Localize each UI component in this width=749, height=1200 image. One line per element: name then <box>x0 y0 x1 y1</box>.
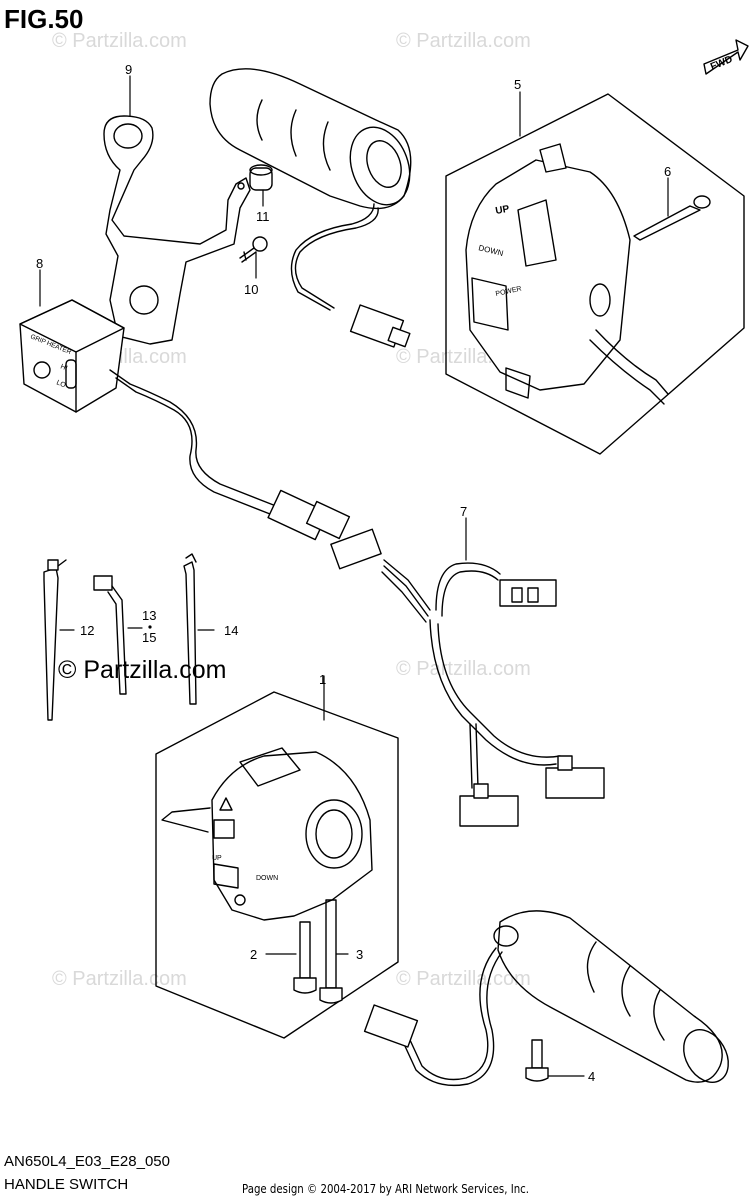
figure-name: HANDLE SWITCH <box>4 1176 129 1193</box>
callout-4: 4 <box>588 1069 595 1084</box>
right-handle-switch-part-5 <box>465 143 669 405</box>
screw-part-10 <box>239 236 268 263</box>
watermark: © Partzilla.com <box>396 30 531 52</box>
fwd-arrow-icon <box>703 39 749 75</box>
callout-bullet <box>148 625 152 629</box>
watermark: © Partzilla.com <box>52 30 187 52</box>
heater-hi-label: HI <box>59 363 68 372</box>
cable-tie-part-12 <box>43 559 67 721</box>
left-switch-up-label: UP <box>212 855 222 862</box>
screw-part-3 <box>319 899 343 1004</box>
watermark-feature: © Partzilla.com <box>58 656 227 684</box>
callout-12: 12 <box>80 623 94 638</box>
callout-11: 11 <box>256 209 270 224</box>
right-heated-grip <box>209 68 412 348</box>
callout-7: 7 <box>460 504 467 519</box>
callout-10: 10 <box>244 282 258 297</box>
figure-title: FIG.50 <box>4 4 84 34</box>
grip-heater-switch-part-8 <box>19 299 125 413</box>
page-credit: Page design © 2004-2017 by ARI Network S… <box>242 1182 530 1196</box>
collar-part-11 <box>249 164 273 191</box>
callout-1: 1 <box>319 672 326 687</box>
callout-15: 15 <box>142 630 156 645</box>
assembly-box-part-5 <box>445 93 745 455</box>
cable-tie-part-14 <box>183 553 197 705</box>
right-switch-up-label: UP <box>495 204 511 217</box>
callout-3: 3 <box>356 947 363 962</box>
callout-6: 6 <box>664 164 671 179</box>
watermark: © Partzilla.com <box>396 968 531 990</box>
watermark: © Partzilla.com <box>396 658 531 680</box>
assembly-box-part-1 <box>155 691 399 1039</box>
fwd-label: FWD <box>709 54 734 73</box>
sub-harness-part-7 <box>330 528 605 827</box>
leader-lines <box>39 75 669 1077</box>
screw-part-2 <box>293 921 317 994</box>
watermark: © Partzilla.com <box>52 968 187 990</box>
callout-14: 14 <box>224 623 238 638</box>
callout-9: 9 <box>125 62 132 77</box>
callout-8: 8 <box>36 256 43 271</box>
callout-13: 13 <box>142 608 156 623</box>
heater-lo-label: LO <box>55 379 67 389</box>
left-heated-grip <box>363 910 729 1087</box>
left-switch-down-label: DOWN <box>256 875 278 882</box>
screw-part-4 <box>525 1039 549 1082</box>
clamp-tie-part-13-15 <box>93 575 127 695</box>
heater-switch-harness <box>109 369 351 541</box>
left-handle-switch-part-1 <box>161 747 373 921</box>
screw-part-6 <box>633 195 711 241</box>
callout-5: 5 <box>514 77 521 92</box>
callout-2: 2 <box>250 947 257 962</box>
figure-code: AN650L4_E03_E28_050 <box>4 1153 170 1170</box>
bracket-part-9 <box>103 115 251 345</box>
